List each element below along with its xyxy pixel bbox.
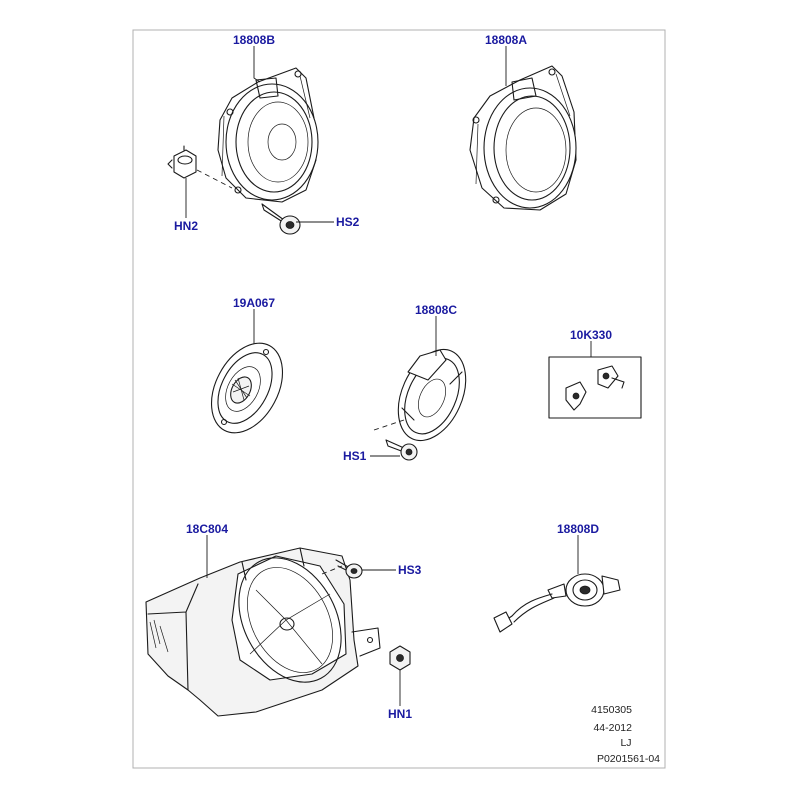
callout-10k330: 10K330 bbox=[570, 328, 612, 342]
hn2-fit-line bbox=[196, 169, 233, 189]
speaker-18808c-illustration bbox=[397, 348, 467, 442]
callout-hs1: HS1 bbox=[343, 449, 367, 463]
callout-18808b: 18808B bbox=[233, 33, 275, 47]
tweeter-18808d-illustration bbox=[493, 573, 621, 633]
callout-18808c: 18808C bbox=[415, 303, 457, 317]
speaker-18808a-illustration bbox=[469, 65, 577, 211]
screw-hs3-illustration bbox=[335, 559, 363, 579]
tweeter-19a067-illustration bbox=[210, 342, 284, 434]
clip-kit-10k330-box bbox=[548, 356, 642, 419]
screw-hs1-illustration bbox=[385, 439, 418, 461]
callout-18c804: 18C804 bbox=[186, 522, 228, 536]
hs3-fit-line bbox=[321, 565, 343, 575]
footer-line-2: 44-2012 bbox=[593, 722, 632, 734]
callout-19a067: 19A067 bbox=[233, 296, 275, 310]
callout-18808d: 18808D bbox=[557, 522, 599, 536]
callout-hn2: HN2 bbox=[174, 219, 198, 233]
footer-reference: 4150305 44-2012 LJ P0201561-04 bbox=[591, 704, 660, 765]
leader-lines bbox=[185, 46, 592, 706]
clip-hn2-illustration bbox=[167, 145, 197, 179]
footer-line-3: LJ bbox=[620, 737, 631, 749]
speaker-18808b-illustration bbox=[217, 67, 319, 203]
callout-hs3: HS3 bbox=[398, 563, 422, 577]
footer-line-4: P0201561-04 bbox=[597, 753, 660, 765]
diagram-frame bbox=[132, 29, 666, 769]
clip-kit-10k330-illustration bbox=[565, 365, 625, 411]
callout-hn1: HN1 bbox=[388, 707, 412, 721]
nut-hn1-illustration bbox=[389, 645, 411, 671]
footer-line-1: 4150305 bbox=[591, 704, 632, 716]
callout-18808a: 18808A bbox=[485, 33, 527, 47]
subwoofer-enclosure-18c804-illustration bbox=[145, 547, 381, 717]
callout-hs2: HS2 bbox=[336, 215, 360, 229]
callout-labels: 18808B 18808A HN2 HS2 19A067 18808C 10K3… bbox=[174, 33, 612, 721]
screw-hs2-illustration bbox=[261, 203, 301, 235]
